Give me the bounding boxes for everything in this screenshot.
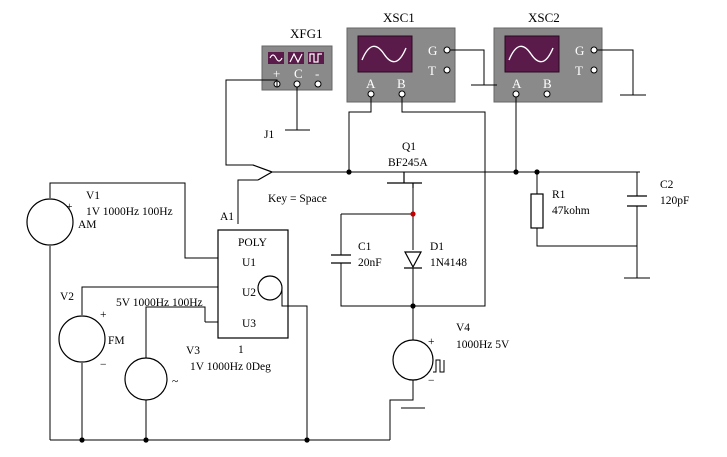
source-v3[interactable]: ~ V3 1V 1000Hz 0Deg [124,345,271,401]
v2-label: V2 [60,291,74,303]
xsc2-t-label: T [575,63,583,78]
xsc1-label: XSC1 [383,10,415,25]
xsc1-b-label: B [397,76,406,91]
v2-minus: − [100,359,107,371]
oscilloscope-xsc2[interactable]: XSC2 A B G T [493,10,603,103]
d1-label: D1 [430,241,444,253]
q1-label: Q1 [402,141,416,153]
v1-plus: + [66,201,73,213]
function-generator-xfg1[interactable]: XFG1 + C - [261,26,333,91]
v1-params: 1V 1000Hz 100Hz [86,206,173,218]
xsc2-b-label: B [543,76,552,91]
c1-value: 20nF [358,257,382,269]
v4-params: 1000Hz 5V [456,339,510,351]
junctions [79,169,540,443]
xsc1-g-label: G [428,43,437,58]
xsc2-a-label: A [512,76,522,91]
v3-sine-symbol: ~ [172,376,178,388]
jfet-q1[interactable]: Q1 BF245A [387,141,428,188]
poly-block-a1[interactable]: A1 POLY U1 U2 U3 1 [205,211,289,356]
xsc1-t-label: T [428,63,436,78]
r1-label: R1 [552,189,566,201]
q1-model: BF245A [388,157,428,169]
xfg1-com-label: C [294,66,303,81]
switch-j1[interactable]: J1 Key = Space [252,129,327,205]
a1-gain: 1 [238,344,244,356]
c2-label: C2 [660,179,674,191]
j1-key-label: Key = Space [268,193,327,205]
source-v4[interactable]: + − V4 1000Hz 5V [392,322,510,387]
oscilloscope-xsc1[interactable]: XSC1 A B G T [346,10,456,103]
c2-value: 120pF [660,195,689,207]
xsc2-label: XSC2 [528,10,560,25]
source-v1[interactable]: + V1 1V 1000Hz 100Hz AM [26,190,173,246]
wires [49,49,650,441]
r1-value: 47kohm [552,205,590,217]
xfg1-label: XFG1 [290,26,323,41]
c1-label: C1 [358,241,372,253]
v4-label: V4 [456,322,470,334]
square-wave-icon [308,52,324,64]
v4-minus: − [428,375,435,387]
a1-output-source [257,275,283,301]
v2-params: 5V 1000Hz 100Hz [116,297,203,309]
v2-mode: FM [108,335,125,347]
resistor-r1[interactable]: R1 47kohm [530,189,590,229]
v3-params: 1V 1000Hz 0Deg [190,361,271,373]
v1-mode: AM [78,219,97,231]
v2-plus: + [100,309,107,321]
xsc1-a-label: A [366,76,376,91]
xfg1-minus-label: - [315,66,319,81]
square-wave-icon [433,359,445,373]
d1-model: 1N4148 [430,257,467,269]
v3-label: V3 [186,345,200,357]
diode-d1[interactable]: D1 1N4148 [404,241,467,269]
xfg1-plus-label: + [273,66,280,81]
a1-label: A1 [220,211,234,223]
v4-plus: + [428,336,435,348]
v1-label: V1 [86,190,100,202]
source-v2[interactable]: V2 5V 1000Hz 100Hz + FM − [58,291,203,371]
capacitor-c2[interactable]: C2 120pF [627,179,689,207]
j1-label: J1 [264,129,274,141]
a1-in3: U3 [242,318,256,330]
a1-title: POLY [238,237,268,249]
a1-in1: U1 [242,257,256,269]
a1-in2: U2 [242,287,256,299]
capacitor-c1[interactable]: C1 20nF [331,241,382,269]
xsc2-g-label: G [575,43,584,58]
